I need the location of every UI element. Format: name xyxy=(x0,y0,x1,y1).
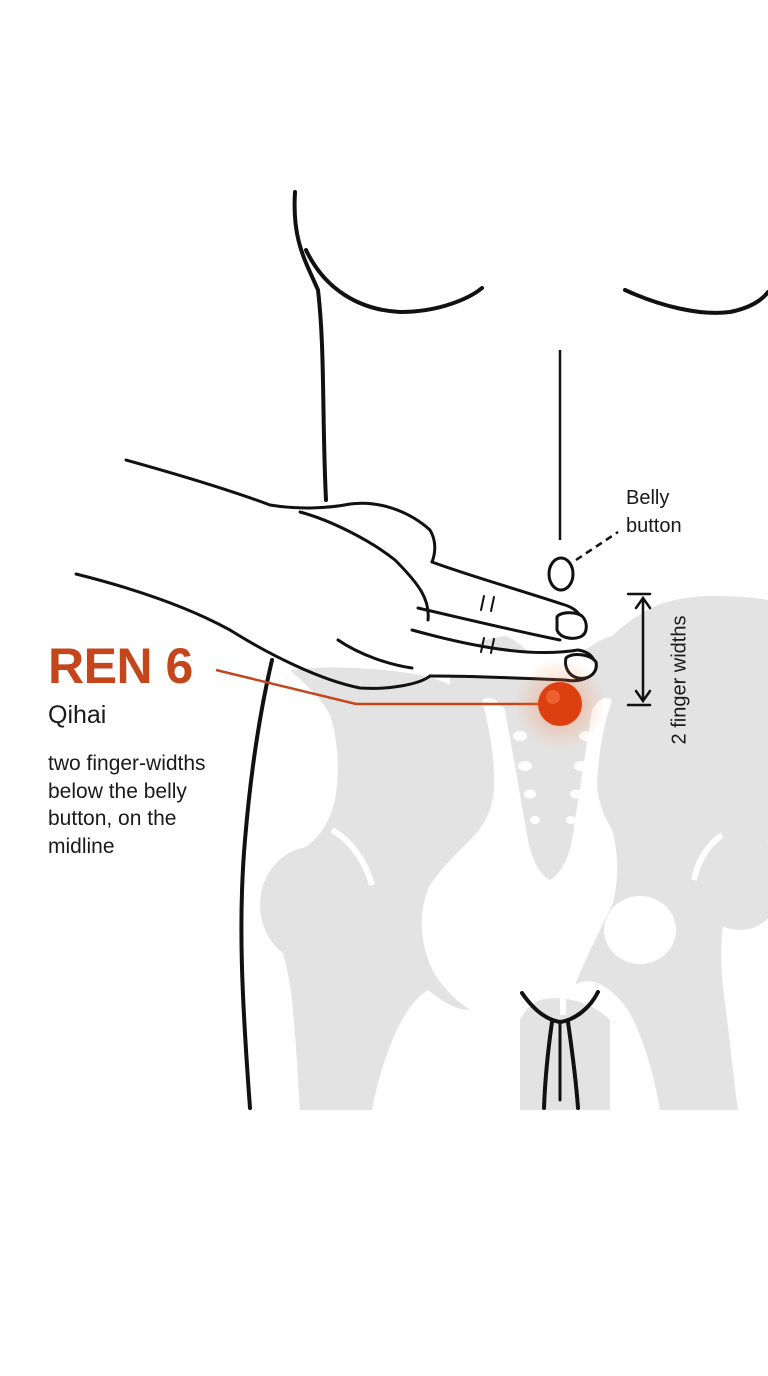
belly-button xyxy=(547,556,575,592)
belly-button-label-text: Belly button xyxy=(626,487,682,537)
point-location-description: two finger-widths below the belly button… xyxy=(48,752,206,858)
left-hip-edge xyxy=(239,658,274,1110)
point-code: REN 6 xyxy=(48,638,193,694)
pelvis-bone xyxy=(267,595,768,1110)
body-outline xyxy=(239,190,768,1110)
acupoint-marker xyxy=(215,658,606,750)
belly-button-leader xyxy=(575,530,619,562)
acupoint-leader-line xyxy=(215,668,540,706)
left-chest-curve xyxy=(304,248,484,314)
belly-button-landmark xyxy=(547,350,619,592)
pelvis-skeleton xyxy=(260,595,768,1110)
belly-button-label: Belly button xyxy=(626,484,686,540)
left-torso-edge xyxy=(292,190,328,502)
inner-leg-right xyxy=(566,1020,580,1110)
measurement-label: 2 finger widths xyxy=(668,615,691,745)
right-chest-curve xyxy=(623,288,768,315)
measurement-bracket xyxy=(626,592,652,707)
acupoint-dot xyxy=(538,682,582,726)
point-name: Qihai xyxy=(48,701,107,729)
inner-leg-left xyxy=(542,1020,554,1110)
